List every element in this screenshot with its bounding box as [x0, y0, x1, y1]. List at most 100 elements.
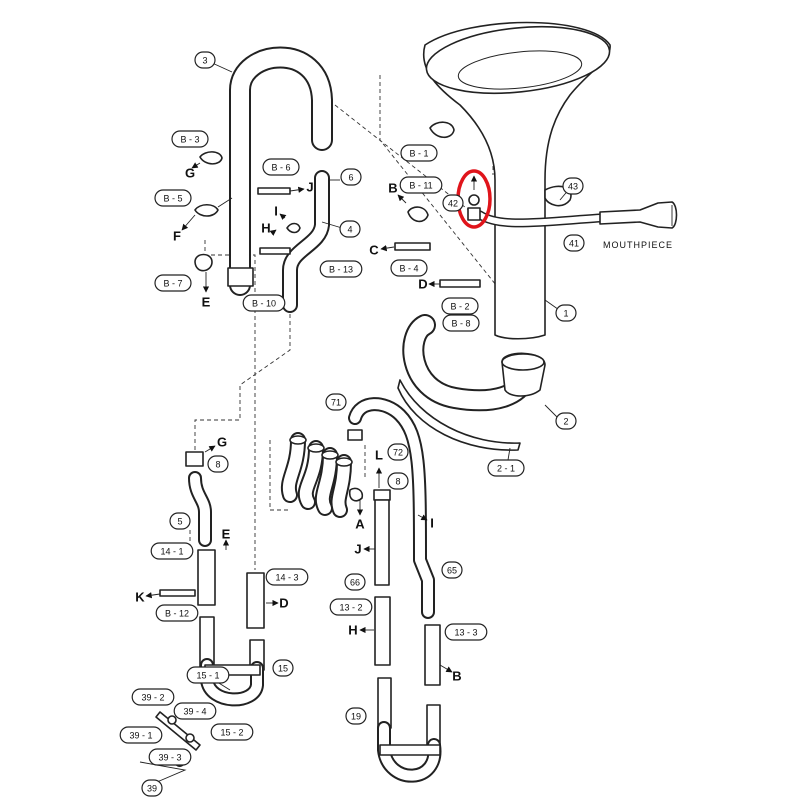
svg-text:B - 13: B - 13 [329, 265, 353, 275]
callout-b11: B - 11 [399, 176, 443, 194]
connection-letter-k1: K [135, 590, 161, 605]
svg-text:66: 66 [350, 578, 360, 588]
connection-letter-e2: E [222, 527, 231, 550]
svg-text:B - 5: B - 5 [163, 194, 182, 204]
callout-c15-2: 15 - 2 [210, 723, 254, 741]
svg-text:G: G [217, 435, 227, 450]
svg-text:72: 72 [393, 448, 403, 458]
bow-part-2 [402, 314, 561, 421]
connection-letter-l1: L [375, 448, 383, 488]
callout-b1: B - 1 [400, 144, 438, 162]
svg-text:B - 2: B - 2 [450, 302, 469, 312]
callout-c4: 4 [339, 220, 361, 238]
svg-text:65: 65 [447, 566, 457, 576]
connection-arrow-h1 [269, 229, 277, 236]
bow-guard-part-2-1 [397, 379, 521, 461]
connection-letter-c1: C [369, 243, 395, 258]
svg-text:14 - 1: 14 - 1 [160, 547, 183, 557]
part-42-water-key [467, 175, 481, 221]
svg-text:B - 3: B - 3 [180, 135, 199, 145]
callout-c39: 39 [141, 779, 163, 797]
svg-text:J: J [306, 180, 313, 195]
svg-text:39 - 2: 39 - 2 [141, 693, 164, 703]
svg-text:F: F [173, 229, 181, 244]
callout-b12: B - 12 [155, 604, 199, 622]
connection-letter-g2: G [204, 435, 227, 453]
svg-text:4: 4 [347, 225, 352, 235]
mouthpiece [599, 201, 678, 229]
svg-text:B: B [452, 669, 461, 684]
callout-c1: 1 [555, 304, 577, 322]
callout-c13-2: 13 - 2 [329, 598, 373, 616]
callout-c3: 3 [194, 51, 216, 69]
connection-arrow-g1 [191, 162, 201, 169]
connection-arrow-g2 [204, 445, 216, 453]
svg-text:B: B [388, 181, 397, 196]
svg-text:B - 7: B - 7 [163, 279, 182, 289]
callout-c14-1: 14 - 1 [150, 542, 194, 560]
tube-part-4 [282, 170, 343, 313]
svg-text:H: H [261, 221, 270, 236]
svg-text:15 - 1: 15 - 1 [196, 671, 219, 681]
callout-b3: B - 3 [171, 130, 209, 148]
callout-b2: B - 2 [441, 297, 479, 315]
callout-c65: 65 [441, 561, 463, 579]
svg-text:3: 3 [202, 56, 207, 66]
svg-text:C: C [369, 243, 379, 258]
connection-letter-i2: I [417, 514, 434, 531]
svg-text:J: J [354, 542, 361, 557]
connection-arrow-b1 [397, 194, 407, 204]
callout-b8: B - 8 [442, 314, 480, 332]
svg-text:8: 8 [215, 460, 220, 470]
connection-letter-a1: A [355, 500, 365, 532]
svg-text:1: 1 [563, 309, 568, 319]
callout-c5: 5 [169, 512, 191, 530]
main-branch-part-3 [209, 46, 333, 296]
callout-b4: B - 4 [390, 259, 428, 277]
callout-b10: B - 10 [242, 294, 286, 312]
callout-c2-1: 2 - 1 [487, 459, 525, 477]
connection-letter-j2: J [354, 542, 375, 557]
connection-arrow-f1 [181, 214, 196, 231]
callout-c41: 41 [563, 234, 585, 252]
svg-text:19: 19 [351, 712, 361, 722]
svg-text:B - 10: B - 10 [252, 299, 276, 309]
valve-caps-upper-left [194, 151, 301, 272]
svg-text:39 - 3: 39 - 3 [158, 753, 181, 763]
svg-text:B - 1: B - 1 [409, 149, 428, 159]
connection-letter-i1: I [274, 204, 287, 221]
svg-text:E: E [202, 295, 211, 310]
svg-text:I: I [274, 204, 278, 219]
callout-c13-3: 13 - 3 [444, 623, 488, 641]
svg-text:B - 4: B - 4 [399, 264, 418, 274]
svg-text:39: 39 [147, 784, 157, 794]
connection-letter-e1: E [202, 272, 211, 310]
svg-text:39 - 1: 39 - 1 [129, 731, 152, 741]
connection-letter-d1: D [418, 277, 440, 292]
svg-text:D: D [279, 596, 288, 611]
svg-text:B - 6: B - 6 [271, 163, 290, 173]
callout-c39-2: 39 - 2 [131, 688, 175, 706]
svg-text:71: 71 [331, 398, 341, 408]
svg-text:13 - 3: 13 - 3 [454, 628, 477, 638]
mouthpiece-label: MOUTHPIECE [603, 240, 673, 250]
svg-text:2: 2 [563, 417, 568, 427]
svg-text:A: A [355, 517, 365, 532]
svg-text:6: 6 [348, 173, 353, 183]
callout-c42: 42 [442, 194, 464, 212]
callout-c15: 15 [272, 659, 294, 677]
callout-c43: 43 [562, 177, 584, 195]
callout-c8b: 8 [387, 472, 409, 490]
connection-arrow-b2 [439, 664, 453, 673]
connection-arrow-k1 [145, 592, 161, 599]
slides-right [373, 489, 442, 783]
connection-letter-b1: B [388, 181, 407, 204]
svg-text:B - 8: B - 8 [451, 319, 470, 329]
svg-text:H: H [348, 623, 357, 638]
slide-part-5 [185, 451, 212, 547]
connection-letter-d2: D [266, 596, 289, 611]
svg-text:G: G [185, 166, 195, 181]
svg-text:E: E [222, 527, 231, 542]
callout-c6: 6 [340, 168, 362, 186]
